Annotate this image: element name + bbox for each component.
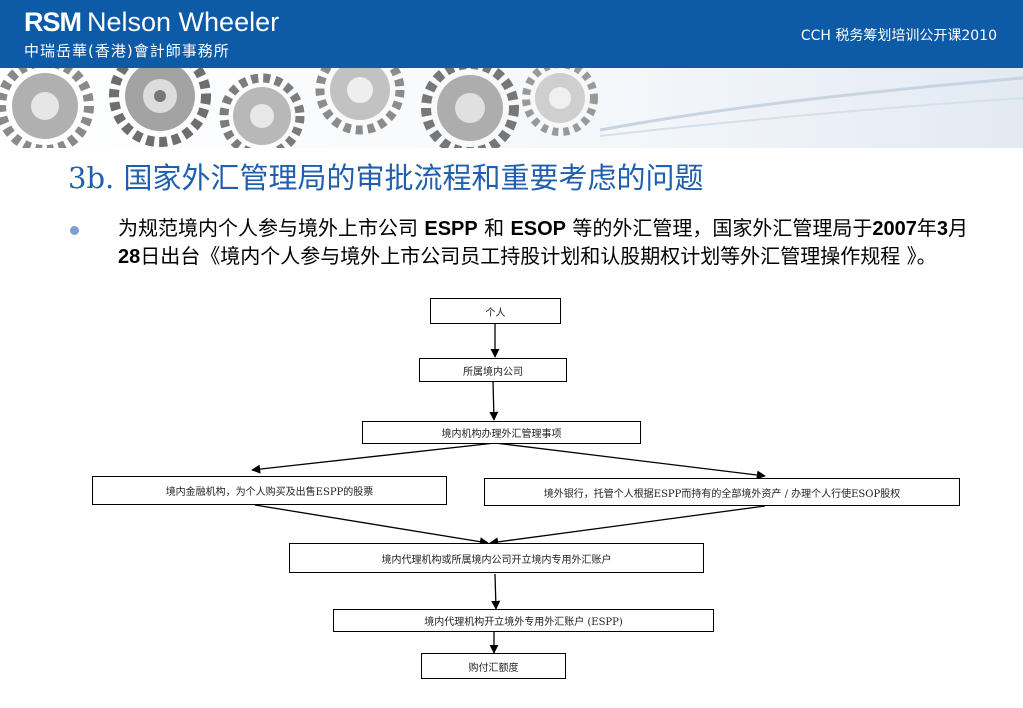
bullet-text-part: ESOP: [510, 218, 567, 240]
gear-banner: [0, 68, 1023, 148]
course-title: CCH 税务筹划培训公开课2010: [800, 28, 997, 44]
gear-icon: [109, 68, 211, 147]
gear-icon: [219, 73, 305, 148]
gear-icon: [421, 68, 519, 148]
bullet-text: 为规范境内个人参与境外上市公司 ESPP 和 ESOP 等的外汇管理，国家外汇管…: [118, 215, 968, 271]
bullet-text-part: 为规范境内个人参与境外上市公司: [118, 216, 425, 240]
bullet-text-part: 3: [936, 218, 948, 240]
node-individual: 个人: [430, 298, 561, 324]
node-financial-institution: 境内金融机构，为个人购买及出售ESPP的股票: [92, 476, 447, 505]
gear-icon: [0, 68, 94, 148]
arrow-overseas-bank-to-agent: [489, 505, 766, 547]
bullet-text-part: 日出台《境内个人参与境外上市公司员工持股计划和认股期权计划等外汇管理操作规程 》…: [140, 244, 937, 268]
arrow-institution-to-financial: [251, 442, 496, 474]
gear-icon: [522, 68, 598, 136]
bullet-text-part: ESPP: [424, 218, 478, 240]
bullet-text-part: 等的外汇管理，国家外汇管理局于: [566, 216, 873, 240]
node-agent-domestic-account: 境内代理机构或所属境内公司开立境内专用外汇账户: [289, 543, 704, 573]
node-agent-overseas-account: 境内代理机构开立境外专用外汇账户 (ESPP): [333, 609, 714, 632]
arrow-agent-to-overseas-account: [491, 573, 501, 610]
logo-chinese-name: 中瑞岳華(香港)會計師事務所: [24, 42, 230, 60]
logo-name: Nelson Wheeler: [87, 7, 280, 37]
node-domestic-institution: 境内机构办理外汇管理事项: [362, 421, 641, 444]
gear-icon: [315, 68, 405, 135]
node-overseas-bank: 境外银行，托管个人根据ESPP而持有的全部境外资产 / 办理个人行使ESOP股权: [484, 478, 960, 506]
arrow-financial-to-agent: [254, 504, 489, 547]
arrow-company-to-institution: [489, 380, 499, 421]
bullet-text-part: 和: [477, 216, 511, 240]
node-domestic-company: 所属境内公司: [419, 358, 567, 382]
bullet-text-part: 28: [118, 246, 141, 268]
bullet-text-part: 月: [948, 216, 968, 240]
bullet-text-part: 2007: [872, 218, 917, 240]
bullet-icon: [70, 226, 79, 235]
logo-rsm: RSM: [24, 7, 82, 37]
slide-title: 3b. 国家外汇管理局的审批流程和重要考虑的问题: [68, 161, 704, 195]
arrow-institution-to-overseas-bank: [494, 442, 766, 480]
node-fx-quota: 购付汇额度: [421, 653, 566, 679]
bullet-text-part: 年: [916, 216, 937, 240]
